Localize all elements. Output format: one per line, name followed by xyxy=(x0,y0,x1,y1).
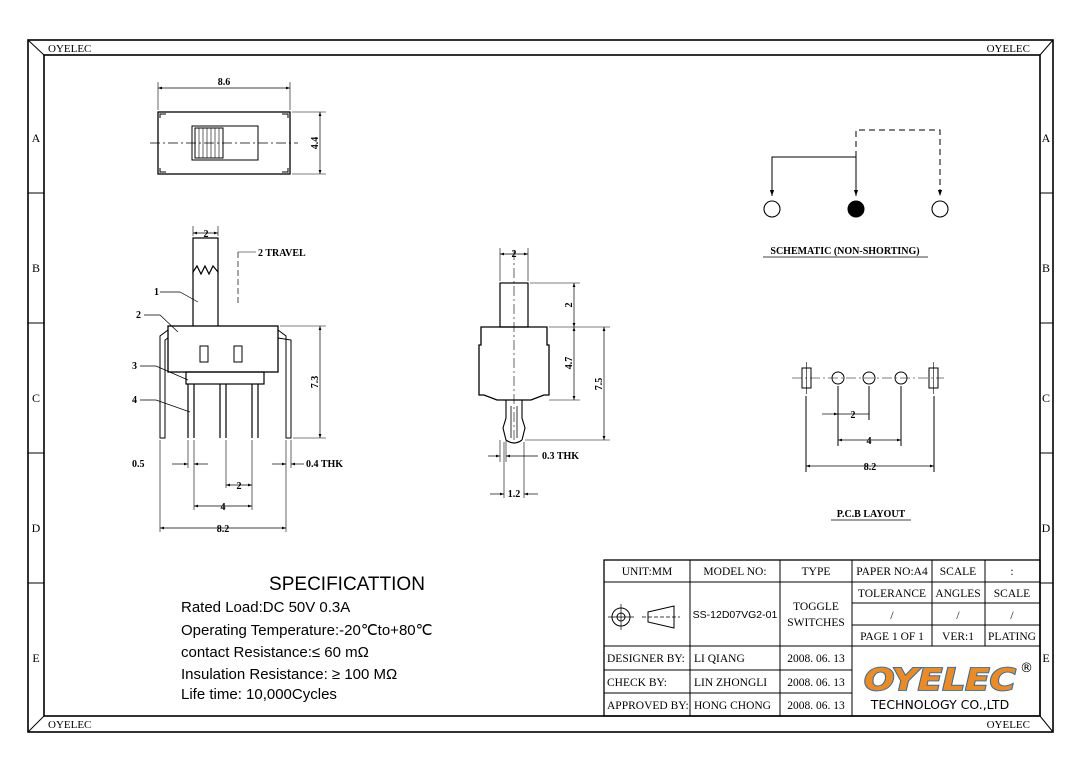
front-view xyxy=(140,226,326,532)
corner-brand-top-left: OYELEC xyxy=(48,43,91,55)
zone-label-left-d: D xyxy=(32,521,41,535)
tb-checker: LIN ZHONGLI xyxy=(694,677,767,689)
zone-label-left-c: C xyxy=(32,391,40,405)
front-overall-dim: 8.2 xyxy=(217,524,230,535)
top-view-width-dim: 8.6 xyxy=(218,77,231,88)
tb-model-no: SS-12D07VG2-01 xyxy=(693,609,778,621)
side-pin-dim: 1.2 xyxy=(508,489,521,500)
title-block xyxy=(603,559,1041,717)
zone-label-left-a: A xyxy=(32,131,41,145)
zone-label-right-c: C xyxy=(1042,391,1050,405)
callout-4: 4 xyxy=(132,395,137,406)
pcb-span-dim: 4 xyxy=(867,436,872,447)
tb-scale2: SCALE xyxy=(994,588,1030,600)
pcb-title: P.C.B LAYOUT xyxy=(837,509,906,520)
zone-label-right-d: D xyxy=(1042,521,1051,535)
tb-check-date: 2008. 06. 13 xyxy=(787,677,845,689)
tb-scale-label: SCALE xyxy=(940,566,976,578)
front-pitch-top-dim: 2 xyxy=(204,229,209,240)
zone-label-right-a: A xyxy=(1042,131,1051,145)
tb-plating: PLATING xyxy=(988,631,1036,643)
tb-designer-date: 2008. 06. 13 xyxy=(787,653,845,665)
spec-line-temperature: Operating Temperature:-20℃to+80℃ xyxy=(181,622,432,639)
spec-line-rated-load: Rated Load:DC 50V 0.3A xyxy=(181,599,350,616)
spec-line-contact-resistance: contact Resistance:≤ 60 mΩ xyxy=(181,644,369,661)
callout-2: 2 xyxy=(136,310,141,321)
pcb-labels: 2 4 8.2 P.C.B LAYOUT xyxy=(837,410,906,520)
logo-wordmark: OYELEC xyxy=(864,663,1016,698)
tb-angles: ANGLES xyxy=(935,588,980,600)
spec-line-life: Life time: 10,000Cycles xyxy=(181,686,337,703)
top-view xyxy=(150,82,326,175)
side-width-dim: 2 xyxy=(512,249,517,260)
side-body-dim: 4.7 xyxy=(564,357,575,370)
zone-label-right-e: E xyxy=(1042,651,1049,665)
front-pin-dim: 0.5 xyxy=(132,459,145,470)
zone-label-left-e: E xyxy=(32,651,39,665)
logo-company-name: TECHNOLOGY CO.,LTD xyxy=(870,697,1009,712)
schematic xyxy=(763,129,949,258)
callout-3: 3 xyxy=(132,361,137,372)
tb-paper: PAPER NO:A4 xyxy=(856,566,928,578)
corner-brand-top-right: OYELEC xyxy=(987,43,1030,55)
tb-type-label: TYPE xyxy=(802,566,831,578)
tb-type-line2: SWITCHES xyxy=(787,617,845,629)
front-pitch-dim: 2 xyxy=(237,481,242,492)
title-block-text: UNIT:MM MODEL NO: TYPE PAPER NO:A4 SCALE… xyxy=(607,566,1036,712)
tb-approved-label: APPROVED BY: xyxy=(607,700,689,712)
side-total-dim: 7.5 xyxy=(594,378,605,391)
front-height-dim: 7.3 xyxy=(310,376,321,389)
tb-slash-angles: / xyxy=(956,610,960,622)
pcb-overall-dim: 8.2 xyxy=(864,462,877,473)
tb-model-label: MODEL NO: xyxy=(703,566,766,578)
pcb-layout xyxy=(792,362,944,521)
travel-label: 2 TRAVEL xyxy=(258,248,306,259)
tb-scale-value: : xyxy=(1010,566,1013,578)
side-actuator-dim: 2 xyxy=(564,303,575,308)
tb-unit: UNIT:MM xyxy=(622,566,673,578)
corner-brands: OYELEC OYELEC OYELEC OYELEC xyxy=(48,43,1030,731)
spec-title: SPECIFICATTION xyxy=(269,574,425,595)
tb-designer: LI QIANG xyxy=(694,653,745,665)
tb-slash-scale: / xyxy=(1010,610,1014,622)
front-view-labels: 2 2 TRAVEL 1 2 3 4 7.3 0.5 0.4 THK 2 4 8… xyxy=(132,229,343,535)
side-thk-dim: 0.3 THK xyxy=(542,451,579,462)
tb-tolerance: TOLERANCE xyxy=(858,588,926,600)
zone-label-right-b: B xyxy=(1042,261,1050,275)
tb-check-label: CHECK BY: xyxy=(607,677,667,689)
tb-designer-label: DESIGNER BY: xyxy=(607,653,685,665)
corner-brand-bottom-left: OYELEC xyxy=(48,719,91,731)
tb-ver: VER:1 xyxy=(942,631,974,643)
pcb-pitch-dim: 2 xyxy=(851,410,856,421)
specification: SPECIFICATTION Rated Load:DC 50V 0.3A Op… xyxy=(181,574,432,703)
side-view xyxy=(478,248,610,498)
callout-1: 1 xyxy=(154,287,159,298)
tb-type-line1: TOGGLE xyxy=(793,601,839,613)
sheet-frame xyxy=(27,39,1054,733)
front-thk-dim: 0.4 THK xyxy=(306,459,343,470)
zone-labels: A B C D E A B C D E xyxy=(32,131,1051,665)
tb-approver: HONG CHONG xyxy=(694,700,771,712)
zone-label-left-b: B xyxy=(32,261,40,275)
company-logo: OYELEC ® TECHNOLOGY CO.,LTD xyxy=(863,661,1033,712)
tb-slash-tolerance: / xyxy=(890,610,894,622)
schematic-title: SCHEMATIC (NON-SHORTING) xyxy=(770,246,919,257)
tb-page: PAGE 1 OF 1 xyxy=(860,631,924,643)
front-span-dim: 4 xyxy=(221,502,226,513)
corner-brand-bottom-right: OYELEC xyxy=(987,719,1030,731)
logo-registered-mark: ® xyxy=(1020,661,1033,676)
top-view-height-dim: 4.4 xyxy=(310,137,321,150)
tb-approved-date: 2008. 06. 13 xyxy=(787,700,845,712)
spec-line-insulation: Insulation Resistance: ≥ 100 MΩ xyxy=(181,666,397,683)
side-view-labels: 2 2 4.7 7.5 0.3 THK 1.2 xyxy=(508,249,605,500)
